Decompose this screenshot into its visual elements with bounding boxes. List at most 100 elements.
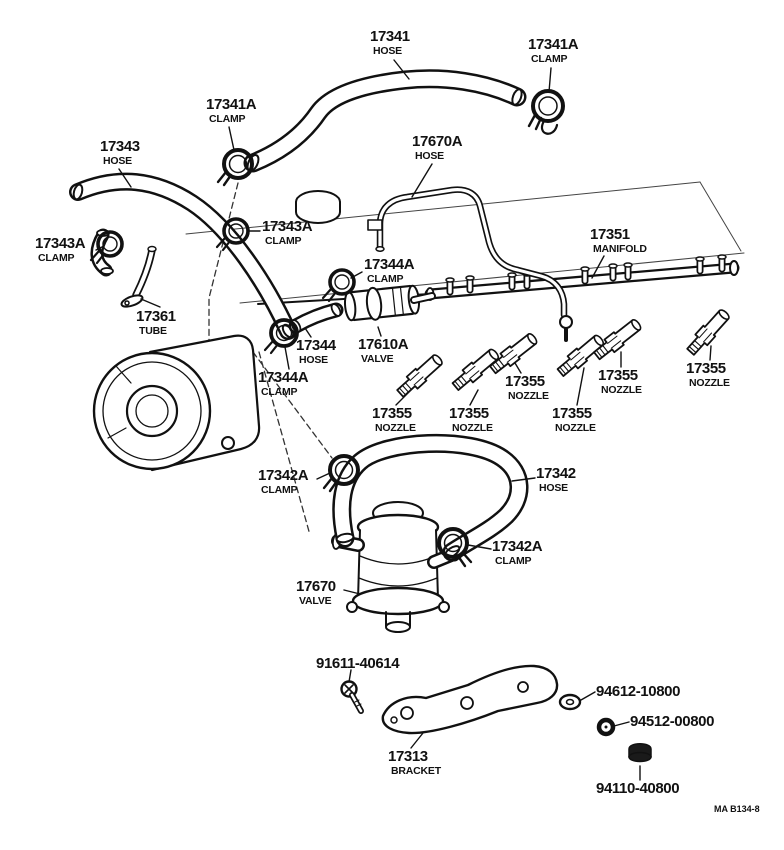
leader-lines	[95, 59, 712, 781]
part-number: 17343	[100, 138, 140, 155]
part-name: MANIFOLD	[593, 242, 647, 255]
part-number: 17355	[449, 405, 489, 422]
part-number: 17355	[686, 360, 726, 377]
part-name: HOSE	[539, 481, 568, 494]
part-number: 17361	[136, 308, 176, 325]
part-number: 17344A	[258, 369, 309, 386]
part-number: 17342A	[492, 538, 543, 555]
part-number: 17670	[296, 578, 336, 595]
label-clamp-17341a-right: 17341A CLAMP	[528, 36, 579, 65]
label-clamp-17343a-left: 17343A CLAMP	[35, 235, 86, 264]
label-grommet-94512: 94512-00800	[630, 714, 714, 730]
hose-17343-drawing	[69, 172, 297, 340]
part-name: CLAMP	[261, 483, 298, 496]
part-name: CLAMP	[265, 234, 302, 247]
diagram-code: MA B134-8	[714, 804, 760, 814]
part-number: 91611-40614	[316, 655, 400, 672]
label-hose-17343: 17343 HOSE	[100, 139, 140, 167]
part-number: 17344A	[364, 256, 415, 273]
label-tube-17361: 17361 TUBE	[136, 309, 176, 337]
clamps-drawing	[89, 89, 565, 568]
label-bracket-17313: 17313 BRACKET	[388, 749, 441, 777]
label-hose-17341: 17341 HOSE	[370, 29, 410, 57]
label-nozzle-17355-e: 17355 NOZZLE	[598, 368, 642, 396]
oil-cap-drawing	[295, 190, 341, 224]
label-manifold-17351: 17351 MANIFOLD	[590, 227, 647, 255]
part-name: CLAMP	[261, 385, 298, 398]
part-name: TUBE	[139, 324, 167, 337]
part-name: NOZZLE	[452, 421, 493, 434]
part-name: HOSE	[299, 353, 328, 366]
nozzles-17355-drawing	[396, 309, 730, 398]
part-number: 17343A	[262, 218, 313, 235]
part-name: NOZZLE	[508, 389, 549, 402]
part-name: VALVE	[361, 352, 394, 365]
manifold-drawing	[257, 254, 740, 305]
part-number: 17343A	[35, 235, 86, 252]
part-name: CLAMP	[495, 554, 532, 567]
part-number: 17342A	[258, 467, 309, 484]
part-number: 17610A	[358, 336, 409, 353]
bolt-91611-drawing	[340, 680, 364, 714]
label-nozzle-17355-c: 17355 NOZZLE	[505, 374, 549, 402]
part-name: CLAMP	[367, 272, 404, 285]
label-nut-94110: 94110-40800	[596, 780, 680, 797]
part-number: 17355	[552, 405, 592, 422]
label-nozzle-17355-f: 17355 NOZZLE	[686, 361, 730, 389]
label-bolt-91611: 91611-40614	[316, 655, 400, 672]
part-number: 17355	[505, 373, 545, 390]
label-washer-94612: 94612-10800	[596, 684, 680, 700]
label-clamp-17342a-right: 17342A CLAMP	[492, 538, 543, 567]
label-nozzle-17355-b: 17355 NOZZLE	[449, 406, 493, 434]
part-name: HOSE	[373, 44, 402, 57]
part-name: NOZZLE	[601, 383, 642, 396]
part-name: HOSE	[103, 154, 132, 167]
part-name: CLAMP	[209, 112, 246, 125]
label-clamp-17344a-bottom: 17344A CLAMP	[258, 369, 309, 398]
part-name: NOZZLE	[689, 376, 730, 389]
label-nozzle-17355-d: 17355 NOZZLE	[552, 406, 596, 434]
label-clamp-17342a-left: 17342A CLAMP	[258, 467, 309, 496]
part-name: NOZZLE	[375, 421, 416, 434]
part-number: 17342	[536, 465, 576, 482]
part-number: 17344	[296, 337, 336, 354]
label-clamp-17343a-mid: 17343A CLAMP	[262, 218, 313, 247]
label-valve-17670: 17670 VALVE	[296, 579, 336, 607]
part-name: NOZZLE	[555, 421, 596, 434]
part-name: VALVE	[299, 594, 332, 607]
engine-outline	[185, 181, 745, 304]
part-number: 17341A	[528, 36, 579, 53]
tube-17361-drawing	[120, 245, 157, 308]
valve-17610a-drawing	[343, 284, 421, 322]
part-number: 17355	[598, 367, 638, 384]
part-name: CLAMP	[531, 52, 568, 65]
part-name: BRACKET	[391, 764, 441, 777]
label-nozzle-17355-a: 17355 NOZZLE	[372, 406, 416, 434]
part-number: 94612-10800	[596, 683, 681, 700]
part-number: 94512-00800	[630, 713, 715, 730]
part-number: 17341	[370, 28, 410, 45]
part-number: 17355	[372, 405, 412, 422]
part-number: 17351	[590, 226, 630, 243]
part-name: HOSE	[415, 149, 444, 162]
label-valve-17610a: 17610A VALVE	[358, 336, 409, 365]
hose-17670a-drawing	[367, 186, 573, 342]
label-hose-17344: 17344 HOSE	[296, 338, 336, 366]
label-hose-17670a: 17670A HOSE	[412, 133, 463, 162]
label-clamp-17344a-top: 17344A CLAMP	[364, 256, 415, 285]
part-number: 17313	[388, 748, 428, 765]
label-hose-17342: 17342 HOSE	[536, 466, 576, 494]
air-pump-drawing	[92, 334, 261, 472]
valve-manifold-joint	[410, 292, 436, 304]
part-number: 17341A	[206, 96, 257, 113]
part-number: 17670A	[412, 133, 463, 150]
hose-17341-drawing	[243, 69, 527, 173]
grommet-94512-drawing	[596, 717, 616, 737]
bracket-17313-drawing	[381, 664, 559, 735]
part-number: 94110-40800	[596, 780, 680, 797]
label-clamp-17341a-left: 17341A CLAMP	[206, 96, 257, 125]
part-name: CLAMP	[38, 251, 75, 264]
nut-94110-drawing	[628, 743, 652, 763]
